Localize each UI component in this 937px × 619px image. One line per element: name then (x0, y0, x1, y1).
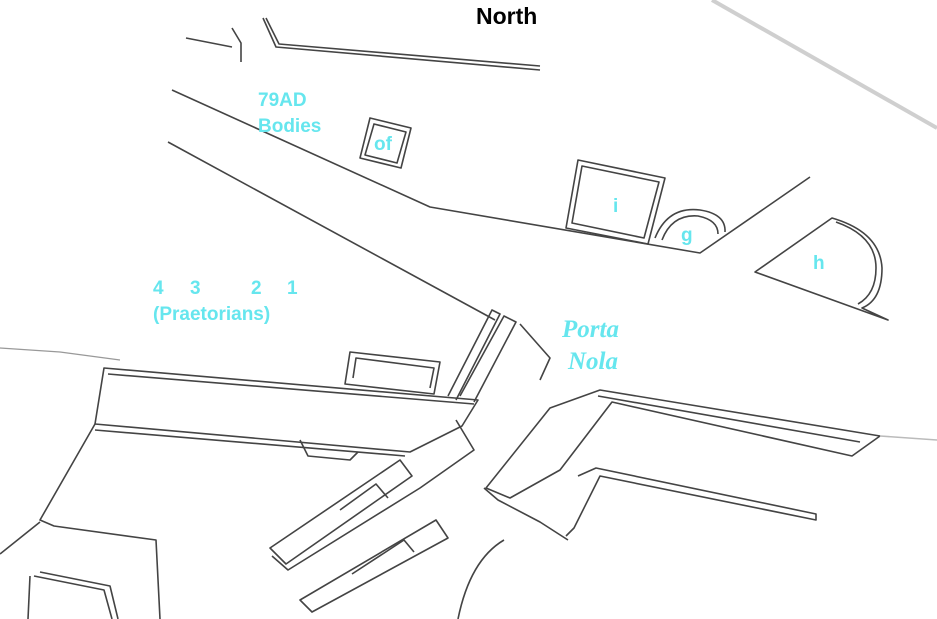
gate-passage-right-wall (519, 323, 551, 381)
label-nola: Nola (568, 348, 618, 375)
city-wall-line-left (0, 347, 121, 361)
label-h: h (813, 253, 825, 274)
label-porta: Porta (562, 316, 619, 343)
road-north-edge (171, 89, 811, 254)
city-wall-right-block (485, 389, 881, 499)
label-of: of (374, 134, 392, 155)
label-tower-3: 3 (190, 278, 201, 299)
road-southwest-edge (167, 141, 496, 321)
inner-wall-right (565, 467, 817, 537)
label-tower-1: 1 (287, 278, 298, 299)
north-label: North (476, 3, 538, 29)
label-praetorians: (Praetorians) (153, 304, 271, 325)
angled-wall-lower-left (269, 419, 475, 571)
wall-fragment-top (262, 17, 541, 71)
tomb-i (565, 159, 666, 245)
road-edge-top-right (711, 0, 937, 130)
structure-bottom-left (33, 571, 119, 619)
wall-fragment-top-left (185, 27, 242, 62)
label-g: g (681, 225, 693, 246)
tomb-of (359, 117, 412, 169)
schola-g (654, 208, 726, 241)
outline-lower-left (39, 423, 161, 619)
label-tower-2: 2 (251, 278, 262, 299)
gate-passage-left-wall (447, 309, 517, 403)
city-wall-left-block (94, 367, 479, 453)
schola-h (754, 217, 889, 321)
label-bodies: Bodies (258, 116, 322, 137)
label-i: i (613, 196, 619, 217)
road-curve-bottom (457, 539, 505, 619)
small-structure (344, 351, 441, 395)
label-79ad: 79AD (258, 90, 307, 111)
label-tower-4: 4 (153, 278, 164, 299)
